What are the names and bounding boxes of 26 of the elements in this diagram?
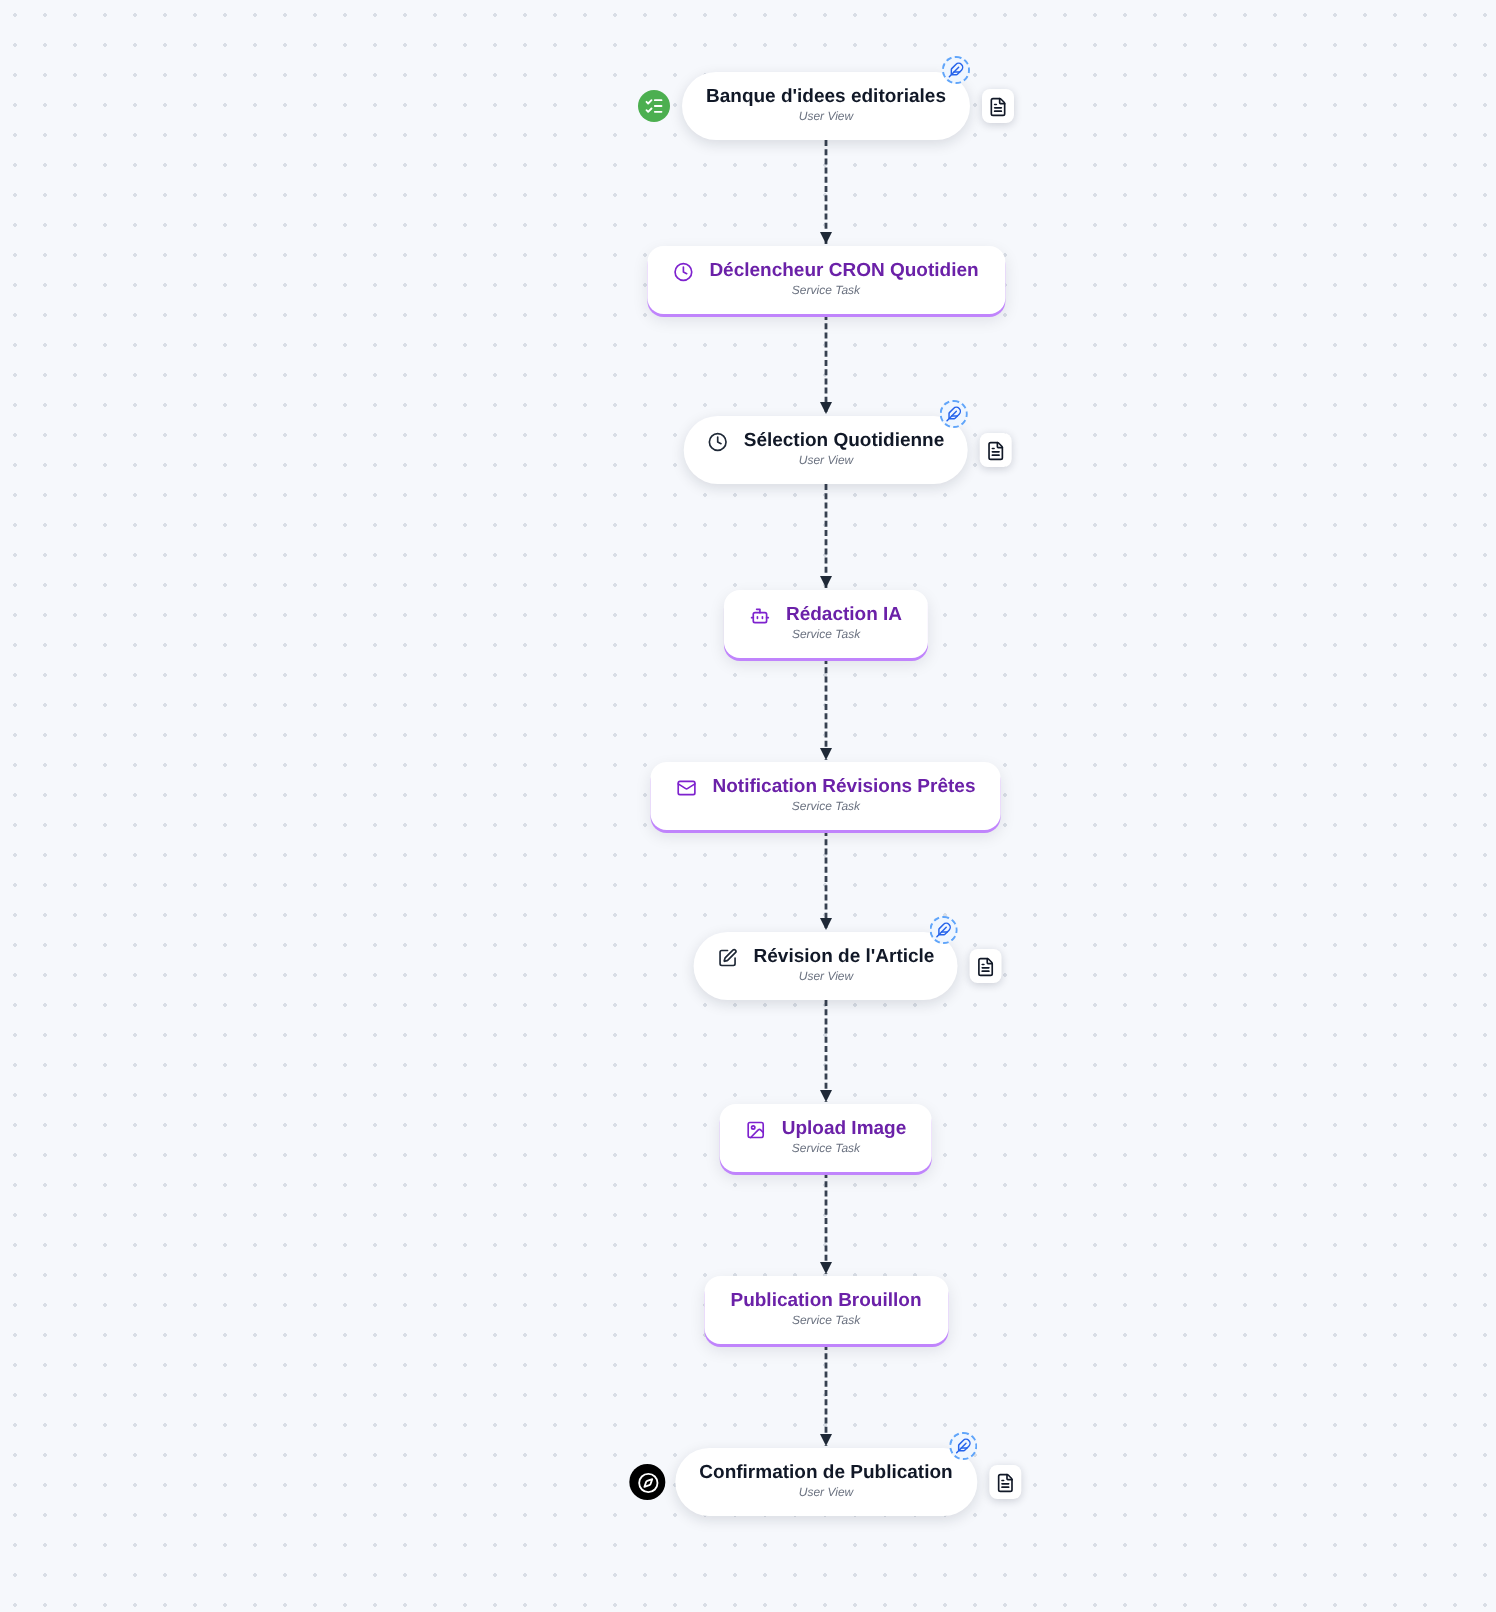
node-title: Notification Révisions Prêtes bbox=[712, 776, 976, 800]
user-view-card bbox=[675, 1448, 977, 1516]
dashed-arrow bbox=[820, 830, 832, 930]
service-task-card bbox=[723, 590, 929, 658]
service-task-card bbox=[647, 246, 1005, 314]
node-title: Sélection Quotidienne bbox=[743, 430, 945, 454]
node-title: Rédaction IA bbox=[785, 604, 903, 628]
node-title: Upload Image bbox=[781, 1118, 907, 1142]
dashed-arrow bbox=[820, 140, 832, 244]
service-task-card bbox=[719, 1104, 933, 1172]
dashed-arrow bbox=[820, 1172, 832, 1274]
node-title: Banque d'idees editoriales bbox=[706, 86, 946, 110]
dashed-arrow bbox=[820, 314, 832, 414]
dashed-arrow bbox=[820, 484, 832, 588]
dashed-arrow bbox=[820, 658, 832, 760]
service-task-card bbox=[704, 1276, 948, 1344]
user-view-card bbox=[693, 932, 959, 1000]
node-title: Publication Brouillon bbox=[730, 1290, 922, 1314]
user-view-card bbox=[683, 416, 969, 484]
node-title: Confirmation de Publication bbox=[699, 1462, 953, 1486]
dashed-arrow bbox=[820, 1000, 832, 1102]
node-title: Déclencheur CRON Quotidien bbox=[709, 260, 979, 284]
node-title: Révision de l'Article bbox=[753, 946, 935, 970]
service-task-card bbox=[650, 762, 1002, 830]
dashed-arrow bbox=[820, 1344, 832, 1446]
user-view-card bbox=[682, 72, 970, 140]
